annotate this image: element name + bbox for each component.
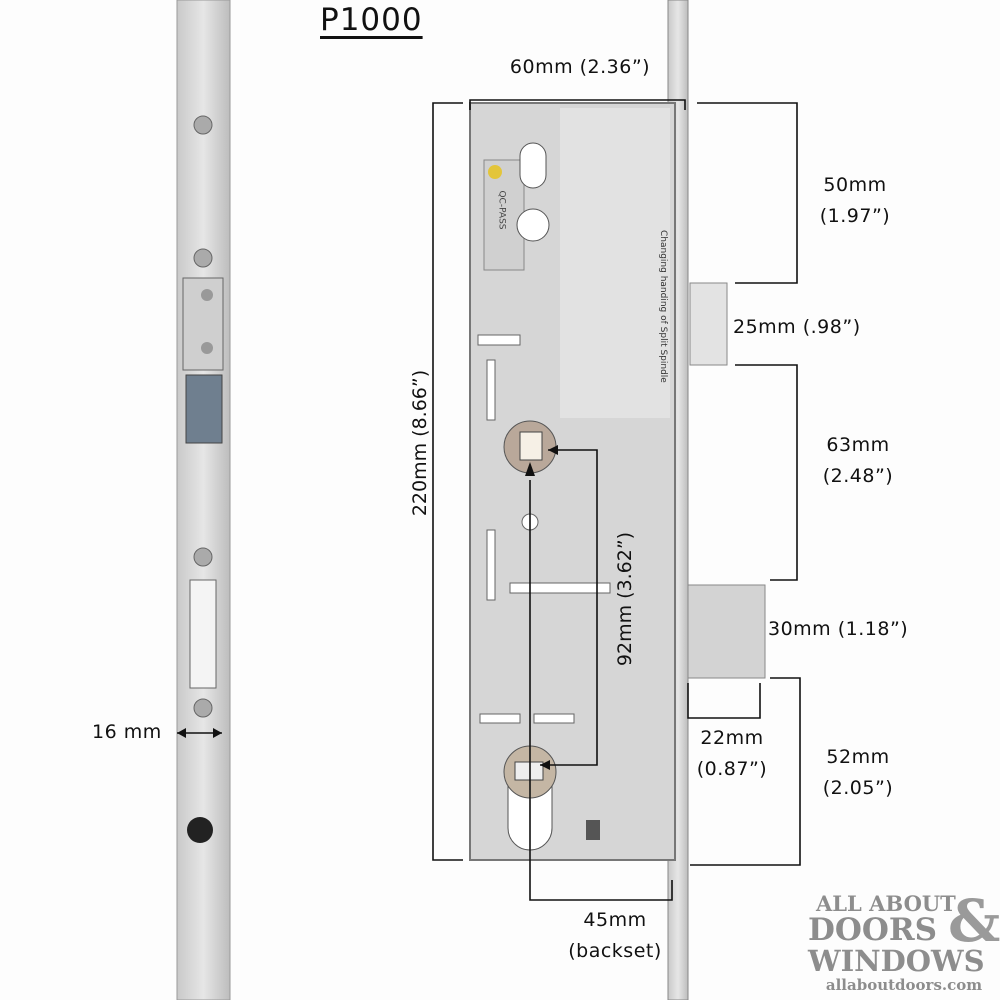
dim-in: (1.97”) xyxy=(819,205,891,227)
qc-pass-label: QC-PASS xyxy=(496,190,507,230)
deadbolt xyxy=(687,584,766,679)
logo-line3: WINDOWS xyxy=(808,944,985,978)
logo-ampersand: & xyxy=(948,887,1000,955)
latch-label: 25mm (.98”) xyxy=(733,316,861,338)
page-title: P1000 xyxy=(320,2,423,38)
dim-in: (0.87”) xyxy=(696,758,768,780)
lock-case xyxy=(469,102,676,861)
width-label: 60mm (2.36”) xyxy=(509,56,651,78)
faceplate-width-label: 16 mm xyxy=(92,721,162,743)
arrowheads xyxy=(177,445,558,770)
latch xyxy=(689,282,728,366)
logo-url: allaboutdoors.com xyxy=(825,976,983,994)
dim-mm: 22mm xyxy=(700,727,764,749)
dimension-lines xyxy=(177,99,801,901)
height-label: 220mm (8.66”) xyxy=(409,369,431,517)
deadbolt-label: 30mm (1.18”) xyxy=(768,618,909,640)
dim-mm: 63mm xyxy=(826,434,890,456)
dim-backset: (backset) xyxy=(568,940,662,962)
latch-to-deadbolt-label: 63mm (2.48”) xyxy=(808,430,908,492)
dim-mm: 50mm xyxy=(823,174,887,196)
backset-label: 45mm (backset) xyxy=(560,905,670,967)
dim-in: (2.48”) xyxy=(822,465,894,487)
deadbolt-to-bottom-label: 52mm (2.05”) xyxy=(808,742,908,804)
brand-logo: ALL ABOUT DOORS & WINDOWS allaboutdoors.… xyxy=(808,887,1000,994)
logo-line1: ALL ABOUT xyxy=(816,891,956,916)
deadbolt-throw-label: 22mm (0.87”) xyxy=(682,723,782,785)
qc-dot xyxy=(488,165,502,179)
faceplate-strip xyxy=(176,0,231,1000)
logo-line2: DOORS xyxy=(808,912,938,948)
top-to-latch-label: 50mm (1.97”) xyxy=(805,170,905,232)
dim-in: (2.05”) xyxy=(822,777,894,799)
dim-mm: 52mm xyxy=(826,746,890,768)
instructions-title: Changing handing of Split Spindle xyxy=(658,230,668,383)
centers-label: 92mm (3.62”) xyxy=(614,531,636,667)
dim-mm: 45mm xyxy=(583,909,647,931)
